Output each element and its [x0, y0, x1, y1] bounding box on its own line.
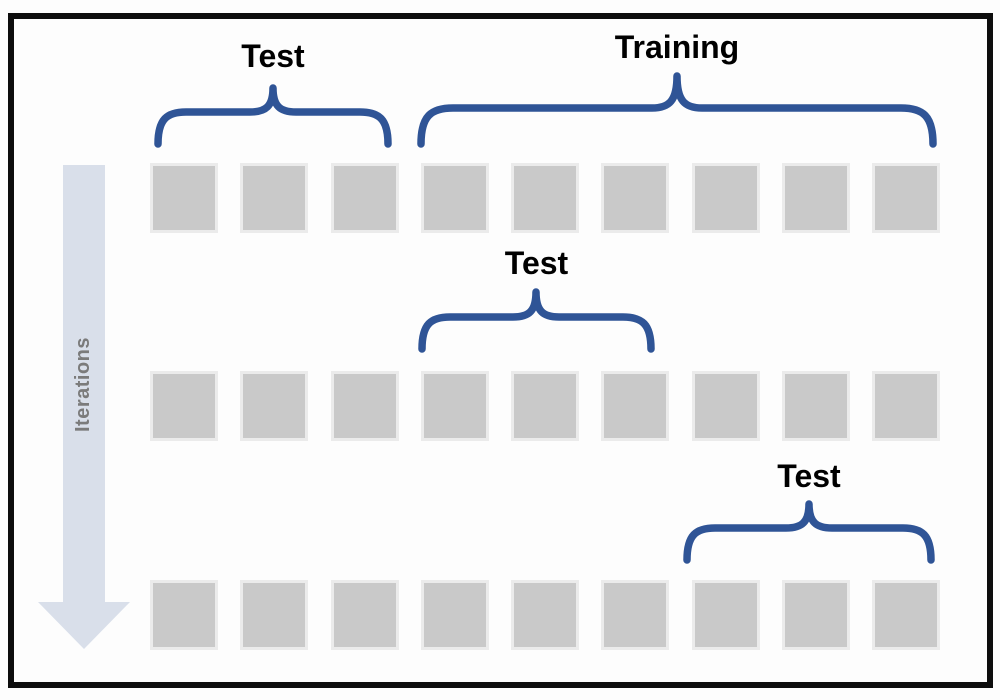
- fold-square: [781, 371, 850, 441]
- fold-square: [872, 163, 940, 233]
- fold-square: [420, 371, 489, 441]
- fold-square: [872, 580, 940, 650]
- row2-test-label: Test: [504, 245, 569, 281]
- iterations-arrowhead-icon: [38, 602, 130, 649]
- diagram-frame: [8, 13, 993, 688]
- fold-square: [511, 163, 579, 233]
- iterations-arrow: Iterations: [63, 165, 105, 603]
- fold-square: [150, 371, 218, 441]
- fold-square: [691, 163, 760, 233]
- row1-training-label: Training: [614, 29, 740, 65]
- fold-square: [240, 163, 309, 233]
- fold-square: [691, 580, 760, 650]
- fold-square: [601, 580, 670, 650]
- fold-square: [601, 371, 670, 441]
- fold-square: [872, 371, 940, 441]
- row1-test-brace-icon: [154, 84, 392, 148]
- fold-row-1: [150, 163, 940, 233]
- row3-test-label: Test: [777, 458, 841, 494]
- iterations-label: Iterations: [72, 336, 95, 432]
- fold-square: [781, 163, 850, 233]
- fold-square: [330, 163, 399, 233]
- row3-test-brace-icon: [683, 500, 935, 564]
- fold-square: [511, 371, 579, 441]
- fold-square: [691, 371, 760, 441]
- row1-training-brace-icon: [417, 72, 937, 148]
- fold-square: [511, 580, 579, 650]
- fold-row-2: [150, 371, 940, 441]
- fold-square: [420, 580, 489, 650]
- fold-square: [781, 580, 850, 650]
- fold-row-3: [150, 580, 940, 650]
- row2-test-brace-icon: [418, 288, 655, 353]
- fold-square: [150, 580, 218, 650]
- fold-square: [150, 163, 218, 233]
- fold-square: [330, 580, 399, 650]
- fold-square: [420, 163, 489, 233]
- fold-square: [330, 371, 399, 441]
- fold-square: [601, 163, 670, 233]
- fold-square: [240, 580, 309, 650]
- row1-test-label: Test: [241, 38, 305, 74]
- fold-square: [240, 371, 309, 441]
